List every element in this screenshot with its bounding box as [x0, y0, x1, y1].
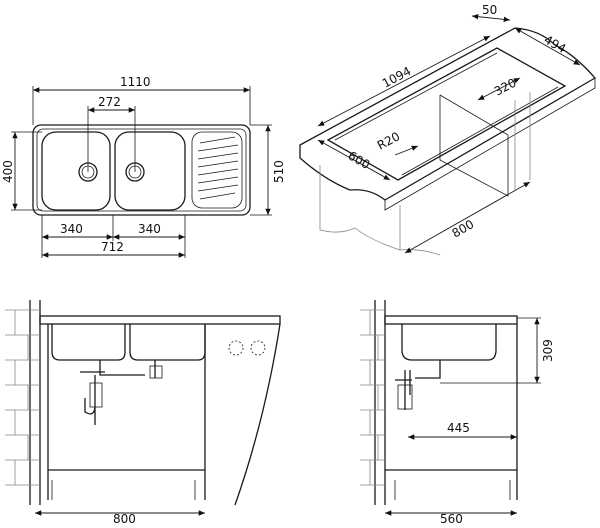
dim-1110: 1110 — [120, 75, 151, 89]
top-view: 1110 272 400 510 340 340 712 — [1, 75, 286, 258]
side-view: 309 445 560 — [360, 300, 555, 526]
front-view: 800 — [5, 300, 281, 526]
drainboard — [191, 131, 243, 209]
isometric-view: 50 494 1094 320 R20 600 800 — [299, 3, 597, 256]
dim-800-iso: 800 — [450, 217, 477, 241]
dim-320: 320 — [492, 76, 519, 99]
dim-r20: R20 — [375, 129, 402, 152]
dim-272: 272 — [98, 95, 121, 109]
dim-600: 600 — [346, 148, 373, 172]
right-bowl — [114, 131, 186, 211]
dim-494: 494 — [542, 32, 569, 56]
dim-560: 560 — [440, 512, 463, 526]
dim-340-left: 340 — [60, 222, 83, 236]
dim-510: 510 — [272, 160, 286, 183]
dim-340-right: 340 — [138, 222, 161, 236]
dim-309: 309 — [541, 339, 555, 362]
dim-400: 400 — [1, 160, 15, 183]
dim-445: 445 — [447, 421, 470, 435]
left-bowl — [41, 131, 111, 211]
dim-50: 50 — [482, 3, 497, 17]
dim-712: 712 — [101, 240, 124, 254]
dim-800-front: 800 — [113, 512, 136, 526]
